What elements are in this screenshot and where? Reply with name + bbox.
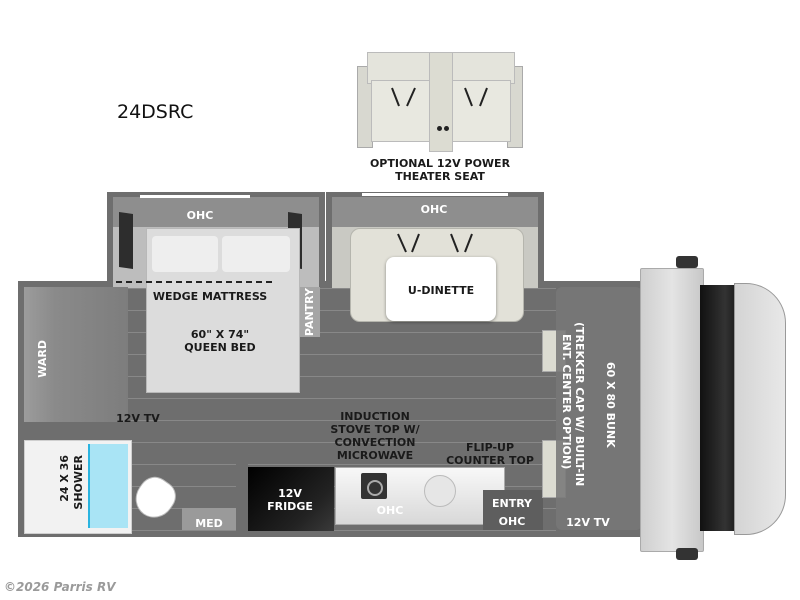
front-bumper [734,283,786,535]
cab-tv-label: 12V TV [566,516,610,529]
pantry-label: PANTRY [303,288,316,337]
sink [424,475,456,507]
model-name: 24DSRC [117,101,194,123]
wedge-mattress-dashed-line [116,281,272,283]
stove-label-1: INDUCTION [340,410,410,423]
med-cabinet [182,508,236,530]
pantry [300,287,320,337]
stove-label-3: CONVECTION [334,436,416,449]
bunk-label-1: 60 X 80 BUNK [604,362,617,448]
queen-bed-label: QUEEN BED [184,341,256,354]
optional-seat-label-2: THEATER SEAT [395,170,485,183]
shower-size-label: 24 X 36 [58,455,71,502]
bunk-label-3: ENT. CENTER OPTION) [560,334,573,470]
wedge-mattress-label: WEDGE MATTRESS [152,290,268,303]
dinette-table [386,257,496,321]
wardrobe [24,287,128,422]
entry-label: ENTRY [491,497,533,510]
bath-wall [24,427,269,433]
cab-hood [640,268,704,552]
bunk-label-2: (TREKKER CAP W/ BUILT-IN [573,322,586,487]
shower-glass [88,444,128,528]
dinette-slide-ohc-label: OHC [420,203,448,216]
galley-ohc-label: OHC [376,504,404,517]
stove-label-2: STOVE TOP W/ [330,423,420,436]
stove-label-4: MICROWAVE [336,449,414,462]
flip-counter-label-1: FLIP-UP [465,441,515,454]
shower-label: SHOWER [72,455,85,510]
entry-step [483,490,543,530]
flip-counter-label-2: COUNTER TOP [446,454,534,467]
fridge-label-2: FRIDGE [267,500,313,513]
rear-tv-label: 12V TV [116,412,160,425]
optional-seat-label-1: OPTIONAL 12V POWER [369,157,511,170]
mirror-left [676,256,698,268]
fridge-label-1: 12V [278,487,302,500]
entry-ohc-label: OHC [498,515,526,528]
med-label: MED [195,517,223,530]
fridge [248,467,334,531]
bed-slide-ohc-label: OHC [186,209,214,222]
cab-over-bunk [556,287,642,530]
mirror-right [676,548,698,560]
u-dinette-label: U-DINETTE [407,284,475,297]
optional-theater-seat [357,52,523,152]
wardrobe-label: WARD [36,340,49,378]
copyright: ©2026 Parris RV [4,580,116,594]
queen-bed-size-label: 60" X 74" [190,328,250,341]
